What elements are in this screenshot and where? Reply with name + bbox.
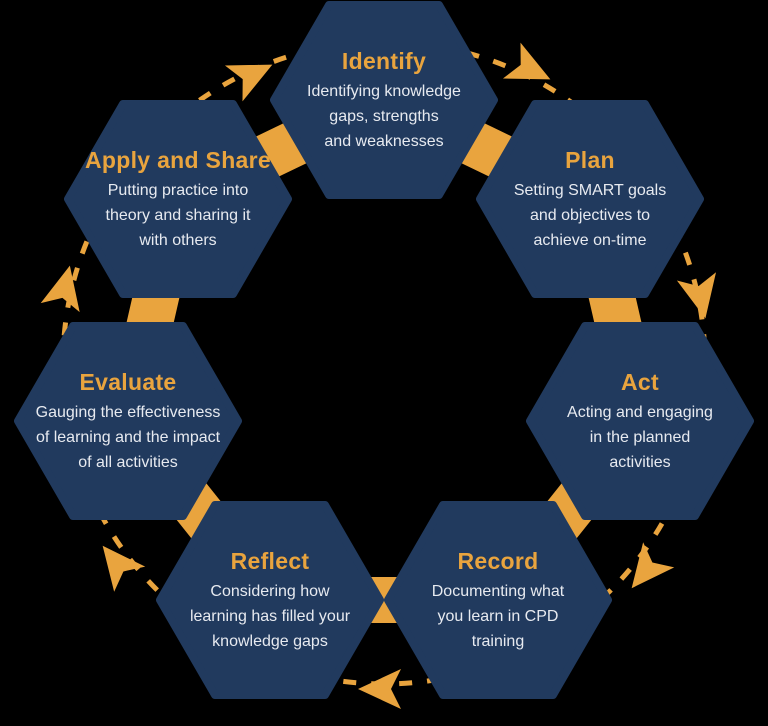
- cycle-arrow-icon: [631, 542, 675, 589]
- hexagon-act: [526, 322, 754, 520]
- hexagon-record: [384, 501, 612, 699]
- cycle-arrow-icon: [40, 265, 80, 313]
- hexagon-identify: [270, 1, 498, 199]
- cycle-arrow-icon: [676, 272, 717, 319]
- cycle-arrows: [40, 42, 717, 709]
- hexagon-reflect: [156, 501, 384, 699]
- hexagon-evaluate: [14, 322, 242, 520]
- cycle-arrow-icon: [102, 545, 146, 592]
- cycle-arrow-icon: [502, 42, 551, 80]
- cycle-arrow-icon: [358, 669, 401, 709]
- hexagon-plan: [476, 100, 704, 298]
- hexagons: [14, 1, 754, 699]
- cycle-arrow-icon: [224, 64, 273, 102]
- hexagon-apply-and-share: [64, 100, 292, 298]
